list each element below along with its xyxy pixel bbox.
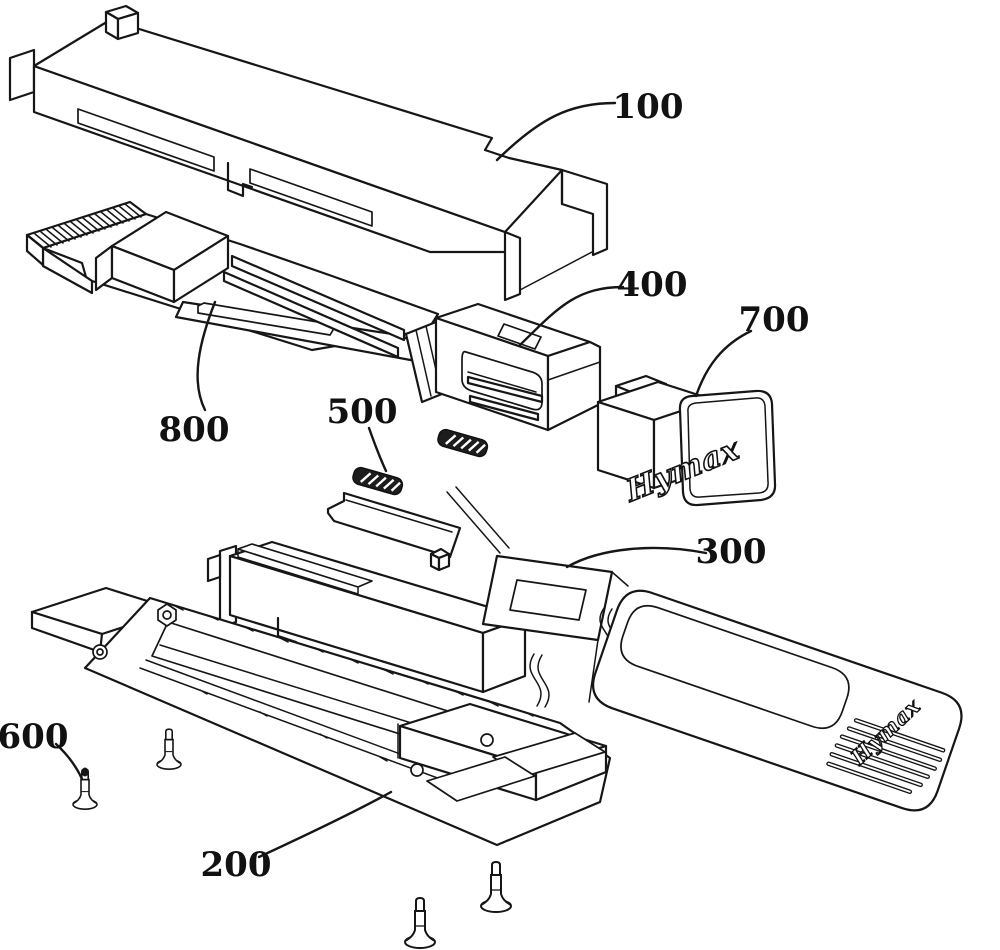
reference-labels: 100 400 700 800 500 300 600 200 [0, 87, 809, 885]
base-boss-left-hole [96, 648, 104, 656]
leader-300 [565, 546, 708, 569]
crank-s-curve-2 [529, 653, 550, 708]
leader-500 [367, 426, 388, 473]
guide-pin-1 [466, 375, 544, 404]
label-200: 200 [201, 845, 272, 885]
cover-hook-notch [226, 161, 254, 198]
label-600: 600 [0, 717, 68, 757]
leader-700 [694, 329, 753, 398]
screw-4 [404, 897, 436, 949]
base-block-edges [397, 723, 598, 846]
leader-400 [518, 285, 625, 347]
slider-link-bars [446, 486, 510, 554]
plug-face-plate [678, 389, 777, 507]
base-nut-hole [162, 610, 172, 620]
base-boss-right-1 [410, 763, 424, 777]
spring-lower [352, 466, 404, 496]
flex-ribbon-2 [222, 270, 400, 359]
guide-pin-2 [468, 394, 540, 422]
base-front-slot-lines [139, 659, 477, 791]
leader-200 [257, 790, 393, 859]
slider-end-tab [206, 553, 222, 583]
cover-window-2 [249, 168, 373, 227]
leader-600 [54, 742, 84, 781]
cover-top-face [32, 18, 564, 234]
screw-3 [480, 861, 512, 913]
cover-window-1 [77, 108, 215, 172]
label-300: 300 [696, 532, 767, 572]
label-100: 100 [613, 87, 684, 127]
gold-finger-hatch-lines [28, 203, 142, 250]
leader-100 [495, 101, 617, 162]
label-800: 800 [159, 410, 230, 450]
part-600-screws [72, 728, 512, 949]
connector-right-face [546, 340, 602, 432]
part-200-base-housing [30, 586, 612, 847]
connector-opening-divider [467, 371, 537, 393]
slider-z-plate [326, 491, 462, 559]
connector-collar-line [547, 361, 601, 381]
spring-upper [437, 428, 489, 458]
osa-component-right [172, 234, 230, 304]
flex-ribbon-1 [230, 254, 406, 342]
cover-tab-side [116, 11, 140, 41]
pull-handle: Hymax [591, 589, 963, 812]
handle-grip-ridges [826, 718, 946, 794]
part-400-optical-connector [404, 302, 602, 432]
slider-rail-bar [237, 543, 373, 588]
base-rim-hatch [174, 605, 534, 717]
bracket-rail [197, 302, 337, 336]
slider-rail-side [237, 548, 359, 596]
screw-2 [156, 728, 182, 771]
slider-cube-right [437, 552, 451, 572]
base-boss-right-2 [480, 733, 494, 747]
label-400: 400 [617, 265, 688, 305]
part-500-springs [352, 428, 489, 496]
base-pad-2 [426, 756, 536, 802]
yoke-links [588, 571, 629, 703]
yoke-window [509, 579, 587, 621]
cover-channel-bottom [519, 251, 593, 291]
screw-1-dark-tip [81, 767, 89, 777]
part-700-dust-plug: Hymax [596, 374, 777, 511]
part-100-top-cover [8, 4, 609, 302]
slider-z-plate-fold [345, 499, 453, 533]
label-700: 700 [739, 300, 810, 340]
cover-right-leg [503, 230, 522, 302]
cover-right-side-face [560, 168, 609, 257]
leader-800 [196, 300, 217, 412]
handle-slot [620, 604, 850, 730]
connector-top-clip [497, 323, 542, 350]
slider-cube-front [429, 552, 441, 572]
plug-face-inner-line [687, 397, 769, 498]
part-300-latch-slider: Hymax [206, 486, 963, 812]
label-500: 500 [327, 392, 398, 432]
cover-left-plate [8, 48, 36, 102]
